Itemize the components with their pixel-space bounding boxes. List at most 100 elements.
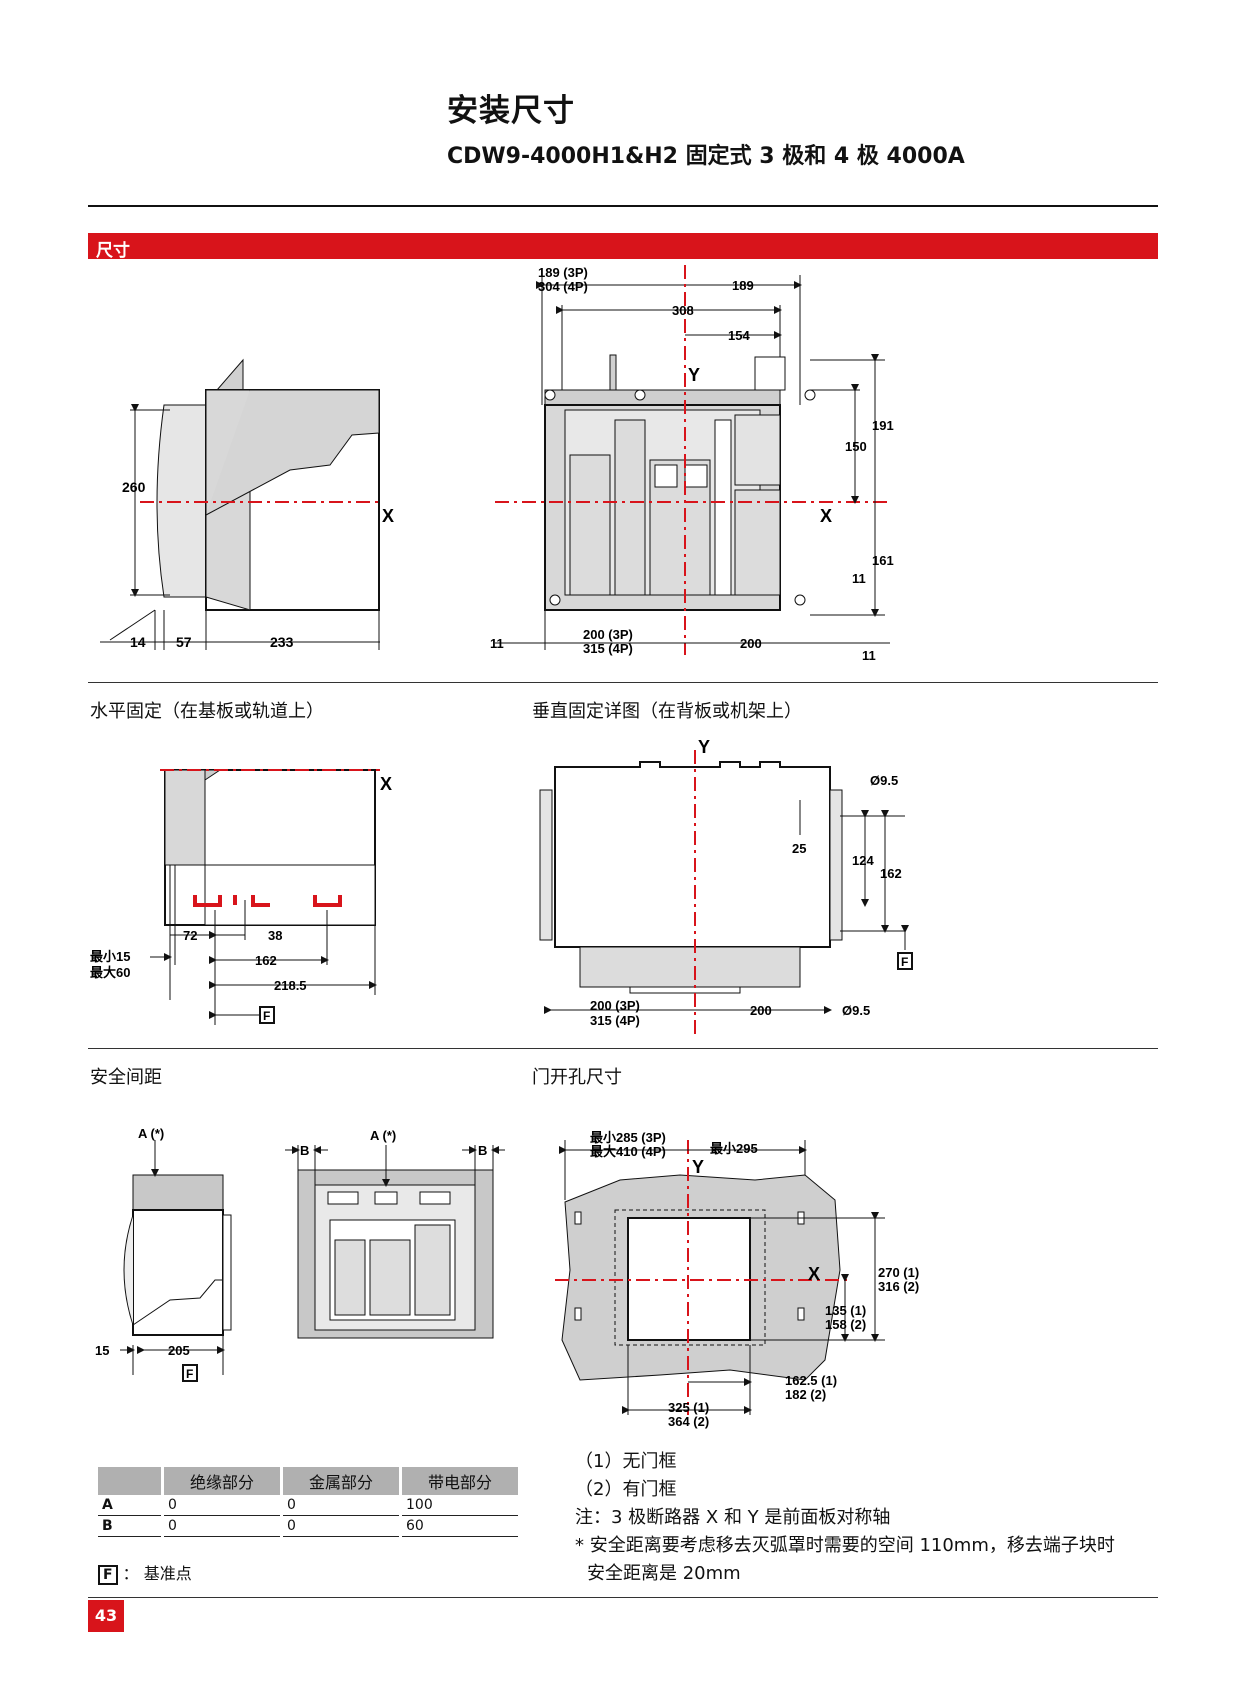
dim-260: 260 bbox=[122, 479, 146, 495]
phi-9-5-top: Ø9.5 bbox=[870, 773, 898, 788]
side-view-drawing: 260 X 14 57 233 bbox=[100, 358, 394, 650]
dim-25: 25 bbox=[792, 841, 806, 856]
dim-189: 189 bbox=[732, 278, 754, 293]
divider-2 bbox=[88, 1048, 1158, 1049]
dim-189-3p: 189 (3P) bbox=[538, 265, 588, 280]
x-axis-label-3: X bbox=[380, 774, 392, 794]
table-header-cell: 绝缘部分 bbox=[162, 1467, 283, 1495]
footer-rule bbox=[88, 1597, 1158, 1598]
x-axis-label-4: X bbox=[808, 1264, 820, 1284]
clearance-a-1: A (*) bbox=[138, 1126, 164, 1141]
dim-154: 154 bbox=[728, 328, 750, 343]
note-3: 注：3 极断路器 X 和 Y 是前面板对称轴 bbox=[575, 1507, 891, 1528]
clearance-b-2: B bbox=[478, 1143, 487, 1158]
datum-symbol-legend: F bbox=[98, 1565, 118, 1585]
clearance-a-2: A (*) bbox=[370, 1128, 396, 1143]
table-header-row: 绝缘部分 金属部分 带电部分 bbox=[98, 1467, 521, 1495]
table-row: B 0 0 60 bbox=[98, 1515, 521, 1537]
dim-233: 233 bbox=[270, 634, 294, 650]
dim-162-v: 162 bbox=[880, 866, 902, 881]
dim-57: 57 bbox=[176, 634, 192, 650]
dim-308: 308 bbox=[672, 303, 694, 318]
table-header-cell: 金属部分 bbox=[281, 1467, 402, 1495]
datum-symbol-2: F bbox=[901, 955, 908, 969]
dim-11-left: 11 bbox=[490, 636, 504, 651]
dim-304-4p: 304 (4P) bbox=[538, 279, 588, 294]
caption-safety: 安全间距 bbox=[90, 1067, 162, 1088]
vertical-mount-drawing: Y Ø9.5 25 124 162 F 200 (3P) 315 (4P) 20… bbox=[539, 737, 913, 1035]
door-max-410: 最大410 (4P) bbox=[590, 1144, 666, 1159]
dim-205: 205 bbox=[168, 1343, 190, 1358]
door-316: 316 (2) bbox=[878, 1279, 919, 1294]
datum-legend-label: ： 基准点 bbox=[122, 1564, 192, 1583]
table-cell: B bbox=[98, 1515, 164, 1537]
caption-horizontal: 水平固定（在基板或轨道上） bbox=[90, 701, 324, 722]
table-cell: 0 bbox=[281, 1515, 402, 1537]
min-15: 最小15 bbox=[90, 949, 130, 964]
page-title: 安装尺寸 bbox=[447, 93, 575, 129]
datum-legend: F ： 基准点 bbox=[98, 1560, 192, 1585]
table-row: A 0 0 100 bbox=[98, 1495, 521, 1516]
door-162-5: 162.5 (1) bbox=[785, 1373, 837, 1388]
section-bar: 尺寸 bbox=[88, 233, 1158, 261]
clearance-b-1: B bbox=[300, 1143, 309, 1158]
horizontal-mount-drawing: X 72 38 162 218.5 最小15 最大60 F bbox=[90, 769, 392, 1025]
dim-315-4p: 315 (4P) bbox=[583, 641, 633, 656]
dim-200: 200 bbox=[740, 636, 762, 651]
table-cell: 0 bbox=[162, 1495, 283, 1516]
page-subtitle: CDW9-4000H1&H2 固定式 3 极和 4 极 4000A bbox=[447, 144, 965, 169]
dim-162: 162 bbox=[255, 953, 277, 968]
x-axis-label: X bbox=[382, 506, 394, 526]
y-axis-label: Y bbox=[688, 365, 700, 385]
door-182: 182 (2) bbox=[785, 1387, 826, 1402]
table-header-cell: 带电部分 bbox=[400, 1467, 521, 1495]
y-axis-label-3: Y bbox=[692, 1157, 704, 1177]
table-cell: 0 bbox=[162, 1515, 283, 1537]
table-cell: 60 bbox=[400, 1515, 521, 1537]
dim-191: 191 bbox=[872, 418, 894, 433]
page-number: 43 bbox=[88, 1600, 124, 1632]
door-min-295: 最小295 bbox=[710, 1141, 758, 1156]
table-cell: 100 bbox=[400, 1495, 521, 1516]
caption-vertical: 垂直固定详图（在背板或机架上） bbox=[532, 701, 802, 722]
x-axis-label-2: X bbox=[820, 506, 832, 526]
dim-200-v: 200 bbox=[750, 1003, 772, 1018]
divider-1 bbox=[88, 682, 1158, 683]
note-4: * 安全距离要考虑移去灭弧罩时需要的空间 110mm，移去端子块时 bbox=[575, 1535, 1115, 1556]
table-header-cell bbox=[98, 1467, 164, 1495]
door-cutout-drawing: 最小285 (3P) 最大410 (4P) 最小295 Y X 270 (1) … bbox=[555, 1130, 919, 1429]
dim-150: 150 bbox=[845, 439, 867, 454]
header-rule bbox=[88, 205, 1158, 207]
dim-124: 124 bbox=[852, 853, 874, 868]
note-5: 安全距离是 20mm bbox=[587, 1563, 741, 1584]
notes: （1）无门框 （2）有门框 注：3 极断路器 X 和 Y 是前面板对称轴 * 安… bbox=[575, 1448, 1115, 1588]
dim-200-3p-v: 200 (3P) bbox=[590, 998, 640, 1013]
dim-11-side: 11 bbox=[852, 571, 866, 586]
door-364: 364 (2) bbox=[668, 1414, 709, 1429]
dim-72: 72 bbox=[183, 928, 197, 943]
note-2: （2）有门框 bbox=[575, 1479, 677, 1500]
dim-218-5: 218.5 bbox=[274, 978, 307, 993]
dim-15: 15 bbox=[95, 1343, 109, 1358]
y-axis-label-2: Y bbox=[698, 737, 710, 757]
dim-14: 14 bbox=[130, 634, 146, 650]
note-1: （1）无门框 bbox=[575, 1451, 677, 1472]
dim-11-right: 11 bbox=[862, 648, 876, 663]
datum-symbol-3: F bbox=[186, 1367, 193, 1381]
caption-door: 门开孔尺寸 bbox=[532, 1067, 622, 1088]
door-min-285: 最小285 (3P) bbox=[590, 1130, 666, 1145]
door-325: 325 (1) bbox=[668, 1400, 709, 1415]
section-bar-label: 尺寸 bbox=[96, 241, 130, 261]
dim-200-3p: 200 (3P) bbox=[583, 627, 633, 642]
phi-9-5-bottom: Ø9.5 bbox=[842, 1003, 870, 1018]
dim-315-4p-v: 315 (4P) bbox=[590, 1013, 640, 1028]
clearance-table: 绝缘部分 金属部分 带电部分 A 0 0 100 B 0 0 60 bbox=[98, 1467, 521, 1537]
dim-38: 38 bbox=[268, 928, 282, 943]
door-158: 158 (2) bbox=[825, 1317, 866, 1332]
dim-161: 161 bbox=[872, 553, 894, 568]
table-cell: A bbox=[98, 1495, 164, 1516]
datum-symbol-1: F bbox=[263, 1009, 270, 1023]
door-135: 135 (1) bbox=[825, 1303, 866, 1318]
safety-clearance-drawing: A (*) 15 205 F B A (*) B bbox=[95, 1126, 505, 1382]
table-cell: 0 bbox=[281, 1495, 402, 1516]
